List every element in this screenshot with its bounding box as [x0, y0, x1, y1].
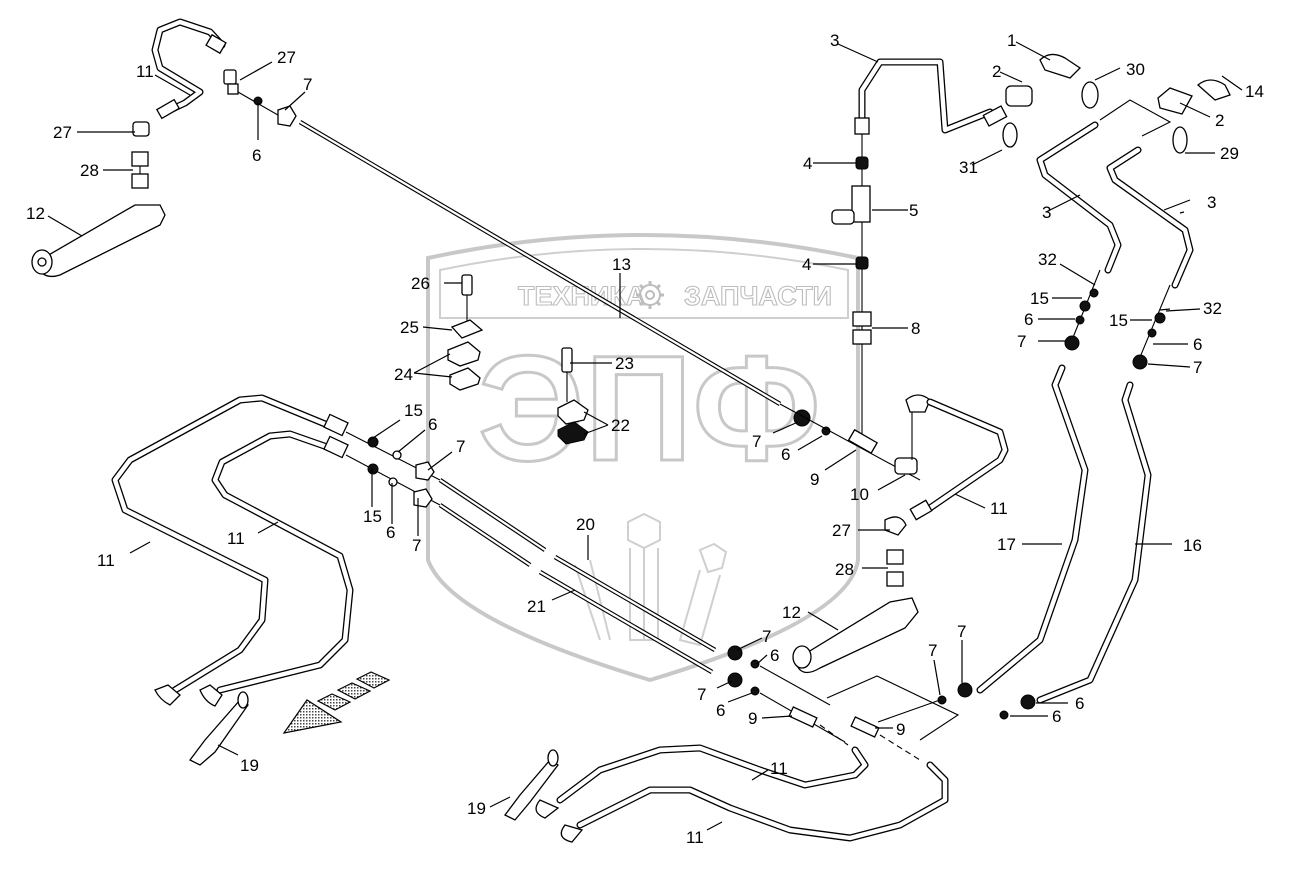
callout-12: 12 — [782, 603, 801, 622]
callout-23: 23 — [615, 354, 634, 373]
callout-27: 27 — [53, 123, 72, 142]
callout-14: 14 — [1245, 82, 1264, 101]
callout-30: 30 — [1126, 60, 1145, 79]
callout-4: 4 — [803, 154, 812, 173]
callout-7: 7 — [1017, 332, 1026, 351]
callout-6: 6 — [1193, 335, 1202, 354]
callout-6: 6 — [716, 701, 725, 720]
callout-7: 7 — [1193, 358, 1202, 377]
right-twin-lines — [937, 79, 1231, 720]
callout-10: 10 — [850, 485, 869, 504]
callout-6: 6 — [1024, 310, 1033, 329]
bottom-lines — [504, 645, 960, 843]
callout-7: 7 — [957, 622, 966, 641]
callout-29: 29 — [1220, 144, 1239, 163]
callout-5: 5 — [909, 201, 918, 220]
callout-15: 15 — [1109, 311, 1128, 330]
callout-6: 6 — [781, 445, 790, 464]
callout-7: 7 — [752, 432, 761, 451]
callout-7: 7 — [762, 627, 771, 646]
center-tee-assembly — [779, 394, 1009, 674]
gear-icon — [636, 281, 664, 309]
callout-9: 9 — [748, 709, 757, 728]
left-hose-assembly — [111, 394, 717, 766]
callout-6: 6 — [770, 646, 779, 665]
callout-11: 11 — [136, 62, 154, 81]
callout-12: 12 — [26, 204, 45, 223]
callout-11: 11 — [227, 529, 245, 548]
watermark-wheat-icon — [574, 512, 728, 647]
callout-22: 22 — [611, 416, 630, 435]
callout-11: 11 — [990, 499, 1008, 518]
leader-lines — [47, 41, 1243, 831]
callout-11: 11 — [770, 759, 788, 778]
callout-20: 20 — [576, 515, 595, 534]
callout-8: 8 — [911, 319, 920, 338]
center-vertical-branch — [831, 53, 1099, 440]
callout-2: 2 — [1215, 111, 1224, 130]
callout-24: 24 — [394, 365, 413, 384]
callout-3: 3 — [1042, 203, 1051, 222]
callout-7: 7 — [412, 536, 421, 555]
callout-6: 7 — [928, 641, 937, 660]
watermark-logo-letters: ЭПФ — [478, 324, 821, 492]
callout-7: 7 — [303, 75, 312, 94]
callout-19: 19 — [240, 756, 259, 775]
callout-7: 7 — [456, 437, 465, 456]
callout-6: 6 — [252, 146, 261, 165]
callout-7: 7 — [697, 685, 706, 704]
callout-2: 2 — [992, 62, 1001, 81]
callout-11: 11 — [686, 828, 704, 847]
watermark-shield-outline — [426, 233, 860, 683]
callout-4: 4 — [802, 255, 811, 274]
top-left-cylinder-assembly — [31, 18, 782, 406]
callout-9: 9 — [896, 720, 905, 739]
bracket-parts — [447, 274, 589, 445]
callout-19: 19 — [467, 799, 486, 818]
callout-3: 3 — [830, 31, 839, 50]
callout-27: 27 — [277, 48, 296, 67]
callout-15: 15 — [1030, 289, 1049, 308]
callout-16: 16 — [1183, 536, 1202, 555]
callout-6: 6 — [428, 415, 437, 434]
callout-28: 28 — [80, 161, 99, 180]
callout-31: 31 — [959, 158, 978, 177]
callout-labels: 11 27 27 7 6 28 12 3 1 2 30 14 2 31 29 4… — [26, 31, 1264, 847]
callout-17: 17 — [997, 535, 1016, 554]
callout-32: 32 — [1203, 299, 1222, 318]
callout-25: 25 — [400, 318, 419, 337]
callout-15: 15 — [404, 401, 423, 420]
callout-6: 6 — [386, 523, 395, 542]
callout-11: 11 — [97, 551, 115, 570]
watermark: ТЕХНИКА ЗАПЧАСТИ ЭПФ — [426, 233, 860, 683]
callout-6: 6 — [1052, 707, 1061, 726]
callout-7: 6 — [1075, 694, 1084, 713]
callout-15: 15 — [363, 507, 382, 526]
direction-arrow-icon — [282, 671, 391, 734]
callout-3: 3 — [1207, 193, 1216, 212]
callout-9: 9 — [810, 470, 819, 489]
callout-1: 1 — [1007, 31, 1016, 50]
callout-32: 32 — [1038, 250, 1057, 269]
callout-21: 21 — [527, 597, 546, 616]
callout-27: 27 — [832, 521, 851, 540]
callout-28: 28 — [835, 560, 854, 579]
watermark-text-right: ЗАПЧАСТИ — [684, 281, 832, 311]
callout-26: 26 — [411, 274, 430, 293]
callout-13: 13 — [612, 255, 631, 274]
